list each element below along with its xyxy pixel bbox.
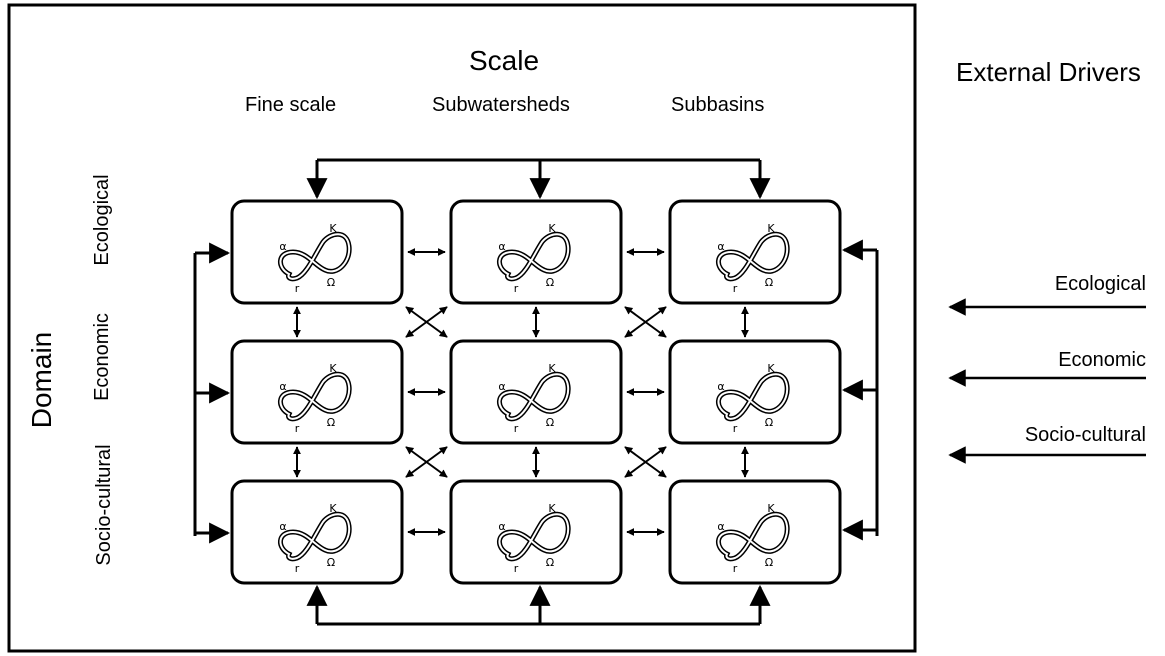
alpha-label: α bbox=[279, 380, 286, 393]
omega-label: Ω bbox=[765, 416, 773, 429]
driver-label-socio-cultural: Socio-cultural bbox=[1024, 424, 1146, 446]
r-label: r bbox=[514, 562, 519, 575]
alpha-label: α bbox=[498, 380, 505, 393]
cycle-box-economic-fine-scale: α Kr Ω bbox=[230, 339, 404, 445]
cycle-box-socio-cultural-subbasins: α Kr Ω bbox=[668, 479, 842, 585]
r-label: r bbox=[733, 422, 738, 435]
alpha-label: α bbox=[498, 520, 505, 533]
k-label: K bbox=[767, 222, 775, 235]
alpha-label: α bbox=[717, 520, 724, 533]
k-label: K bbox=[329, 502, 337, 515]
r-label: r bbox=[733, 562, 738, 575]
r-label: r bbox=[733, 282, 738, 295]
driver-label-economic: Economic bbox=[1058, 349, 1146, 371]
omega-label: Ω bbox=[327, 556, 335, 569]
row-label-socio-cultural: Socio-cultural bbox=[93, 444, 115, 566]
cycle-box-ecological-subbasins: α Kr Ω bbox=[668, 199, 842, 305]
cycle-box-ecological-fine-scale: α Kr Ω bbox=[230, 199, 404, 305]
r-label: r bbox=[295, 282, 300, 295]
cross-link-arrow bbox=[405, 306, 448, 338]
omega-label: Ω bbox=[546, 416, 554, 429]
driver-label-ecological: Ecological bbox=[1054, 273, 1146, 295]
alpha-label: α bbox=[717, 380, 724, 393]
alpha-label: α bbox=[279, 240, 286, 253]
column-label-subbasins: Subbasins bbox=[671, 94, 765, 116]
cross-link-arrow bbox=[405, 446, 448, 478]
omega-label: Ω bbox=[765, 556, 773, 569]
cycle-box-economic-subwatersheds: α Kr Ω bbox=[449, 339, 623, 445]
k-label: K bbox=[548, 222, 556, 235]
k-label: K bbox=[548, 502, 556, 515]
omega-label: Ω bbox=[546, 556, 554, 569]
external-drivers-title: External Drivers bbox=[956, 57, 1141, 87]
column-label-fine-scale: Fine scale bbox=[245, 94, 337, 116]
r-label: r bbox=[514, 282, 519, 295]
cycle-box-economic-subbasins: α Kr Ω bbox=[668, 339, 842, 445]
scale-title: Scale bbox=[469, 45, 540, 76]
omega-label: Ω bbox=[765, 276, 773, 289]
domain-title: Domain bbox=[26, 331, 57, 429]
row-label-economic: Economic bbox=[91, 313, 113, 401]
omega-label: Ω bbox=[327, 276, 335, 289]
cross-link-arrow bbox=[624, 306, 667, 338]
row-label-ecological: Ecological bbox=[91, 174, 113, 266]
omega-label: Ω bbox=[546, 276, 554, 289]
r-label: r bbox=[295, 562, 300, 575]
k-label: K bbox=[329, 362, 337, 375]
cycle-box-socio-cultural-fine-scale: α Kr Ω bbox=[230, 479, 404, 585]
k-label: K bbox=[767, 362, 775, 375]
k-label: K bbox=[329, 222, 337, 235]
omega-label: Ω bbox=[327, 416, 335, 429]
alpha-label: α bbox=[717, 240, 724, 253]
k-label: K bbox=[548, 362, 556, 375]
cycle-box-ecological-subwatersheds: α Kr Ω bbox=[449, 199, 623, 305]
alpha-label: α bbox=[498, 240, 505, 253]
cycle-box-socio-cultural-subwatersheds: α Kr Ω bbox=[449, 479, 623, 585]
system-boundary-frame bbox=[7, 3, 917, 653]
external-driver-arrows bbox=[948, 298, 1146, 464]
r-label: r bbox=[514, 422, 519, 435]
k-label: K bbox=[767, 502, 775, 515]
cross-link-arrow bbox=[624, 446, 667, 478]
alpha-label: α bbox=[279, 520, 286, 533]
r-label: r bbox=[295, 422, 300, 435]
column-label-subwatersheds: Subwatersheds bbox=[432, 94, 570, 116]
